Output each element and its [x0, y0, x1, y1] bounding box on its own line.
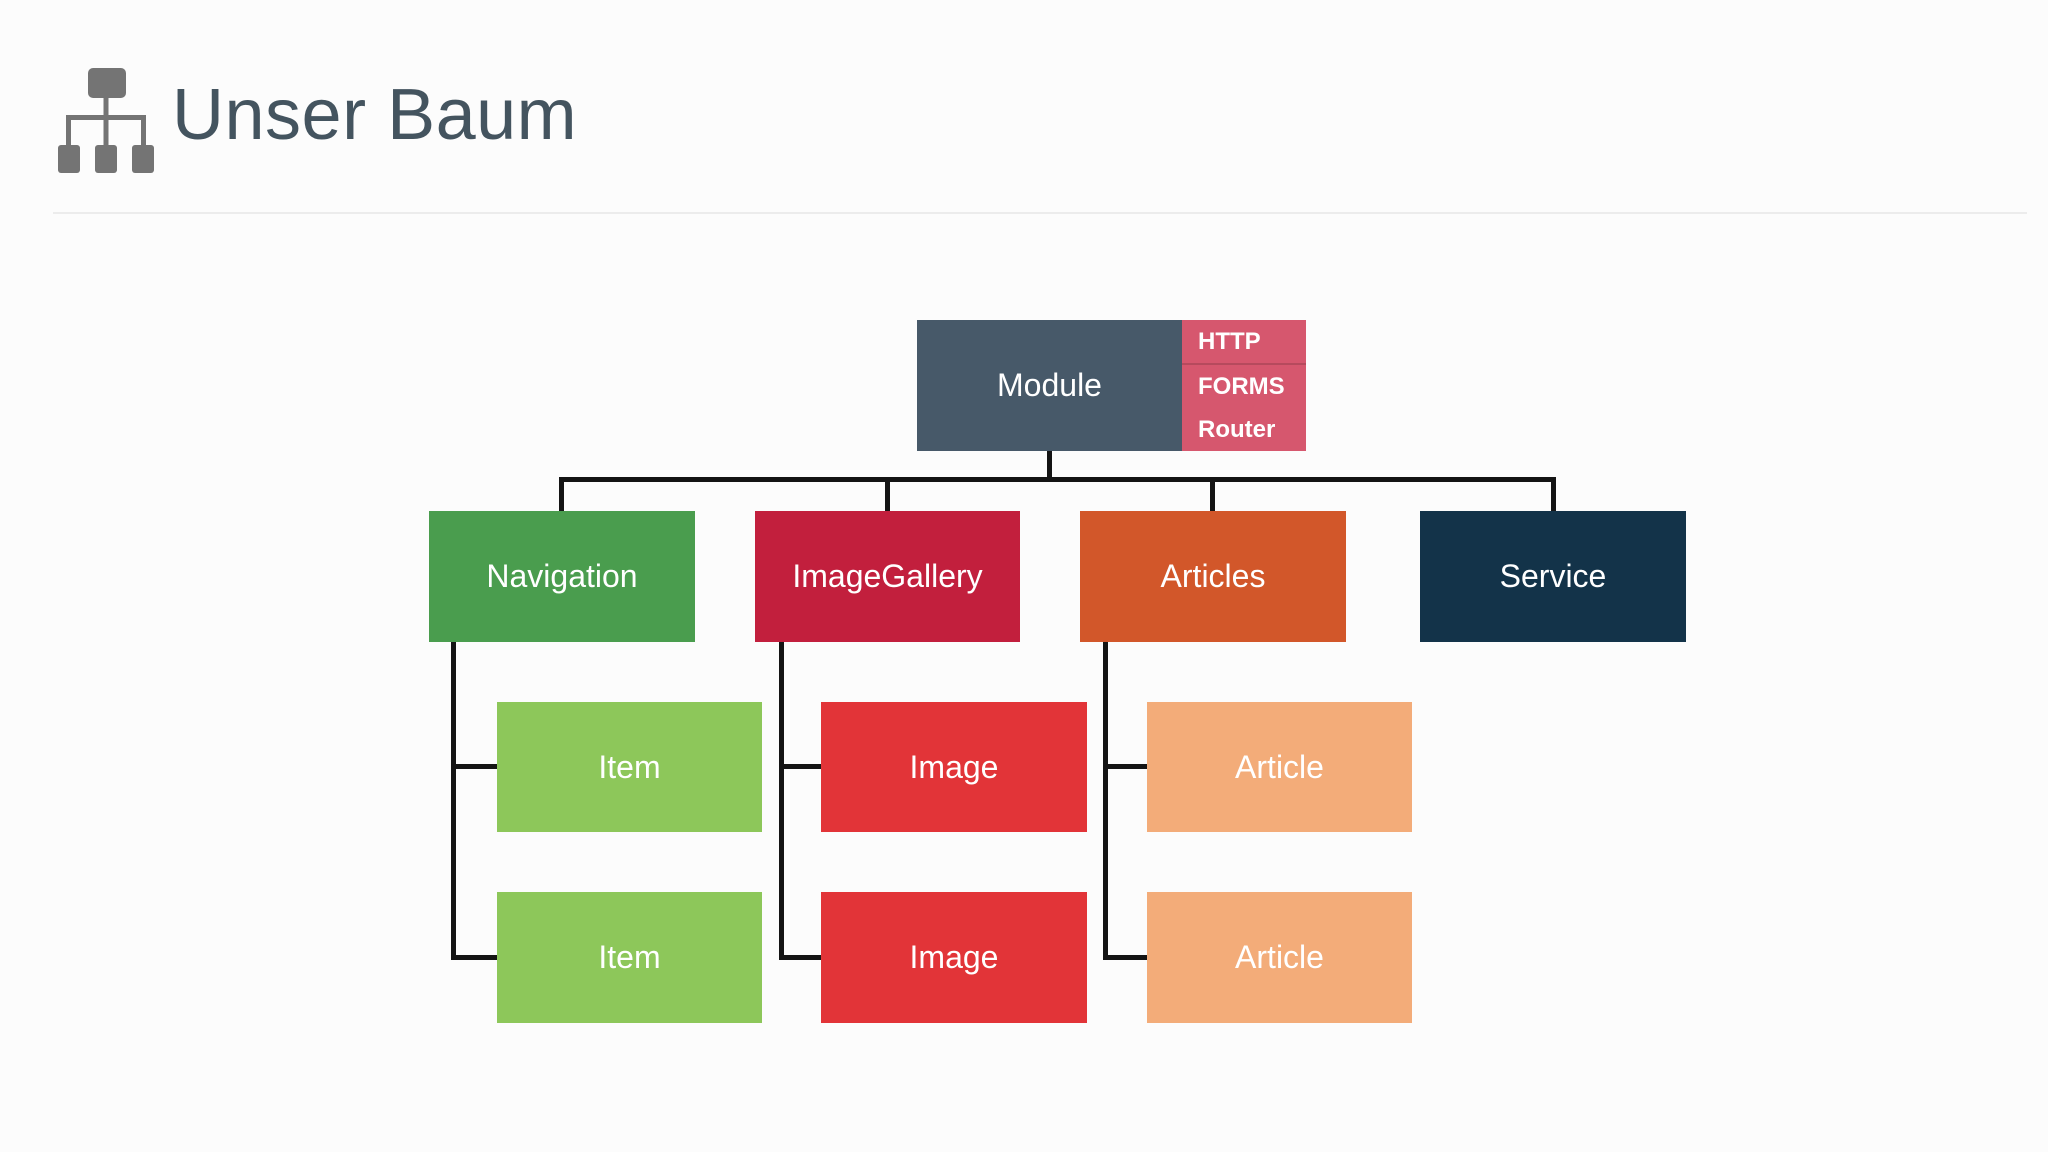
node-image-2: Image	[821, 892, 1087, 1023]
badge-router: Router	[1198, 415, 1276, 443]
connector-image1-stub	[779, 764, 821, 769]
badge-forms: FORMS	[1198, 372, 1285, 400]
badge-http: HTTP	[1182, 320, 1306, 365]
connector-image2-stub	[779, 955, 821, 960]
node-imagegallery: ImageGallery	[755, 511, 1020, 642]
node-item-2: Item	[497, 892, 762, 1023]
connector-drop-navigation	[559, 477, 564, 511]
node-article-1: Article	[1147, 702, 1412, 832]
connector-articles-spine	[1103, 642, 1108, 960]
page-title: Unser Baum	[172, 75, 578, 155]
node-module: Module	[917, 320, 1182, 451]
connector-article2-stub	[1103, 955, 1147, 960]
org-tree-icon	[58, 68, 154, 173]
connector-item1-stub	[451, 764, 497, 769]
connector-drop-service	[1551, 477, 1556, 511]
node-service: Service	[1420, 511, 1686, 642]
connector-drop-articles	[1210, 477, 1215, 511]
node-module-badges: HTTP FORMS Router	[1182, 320, 1306, 451]
connector-level1-bar	[559, 477, 1556, 482]
node-item-1: Item	[497, 702, 762, 832]
node-image-1: Image	[821, 702, 1087, 832]
connector-root-stem	[1047, 451, 1052, 478]
connector-drop-imagegallery	[885, 477, 890, 511]
connector-imagegallery-spine	[779, 642, 784, 960]
connector-item2-stub	[451, 955, 497, 960]
header-divider	[53, 212, 2027, 214]
connector-navigation-spine	[451, 642, 456, 960]
node-navigation: Navigation	[429, 511, 695, 642]
node-article-2: Article	[1147, 892, 1412, 1023]
node-articles: Articles	[1080, 511, 1346, 642]
connector-article1-stub	[1103, 764, 1147, 769]
